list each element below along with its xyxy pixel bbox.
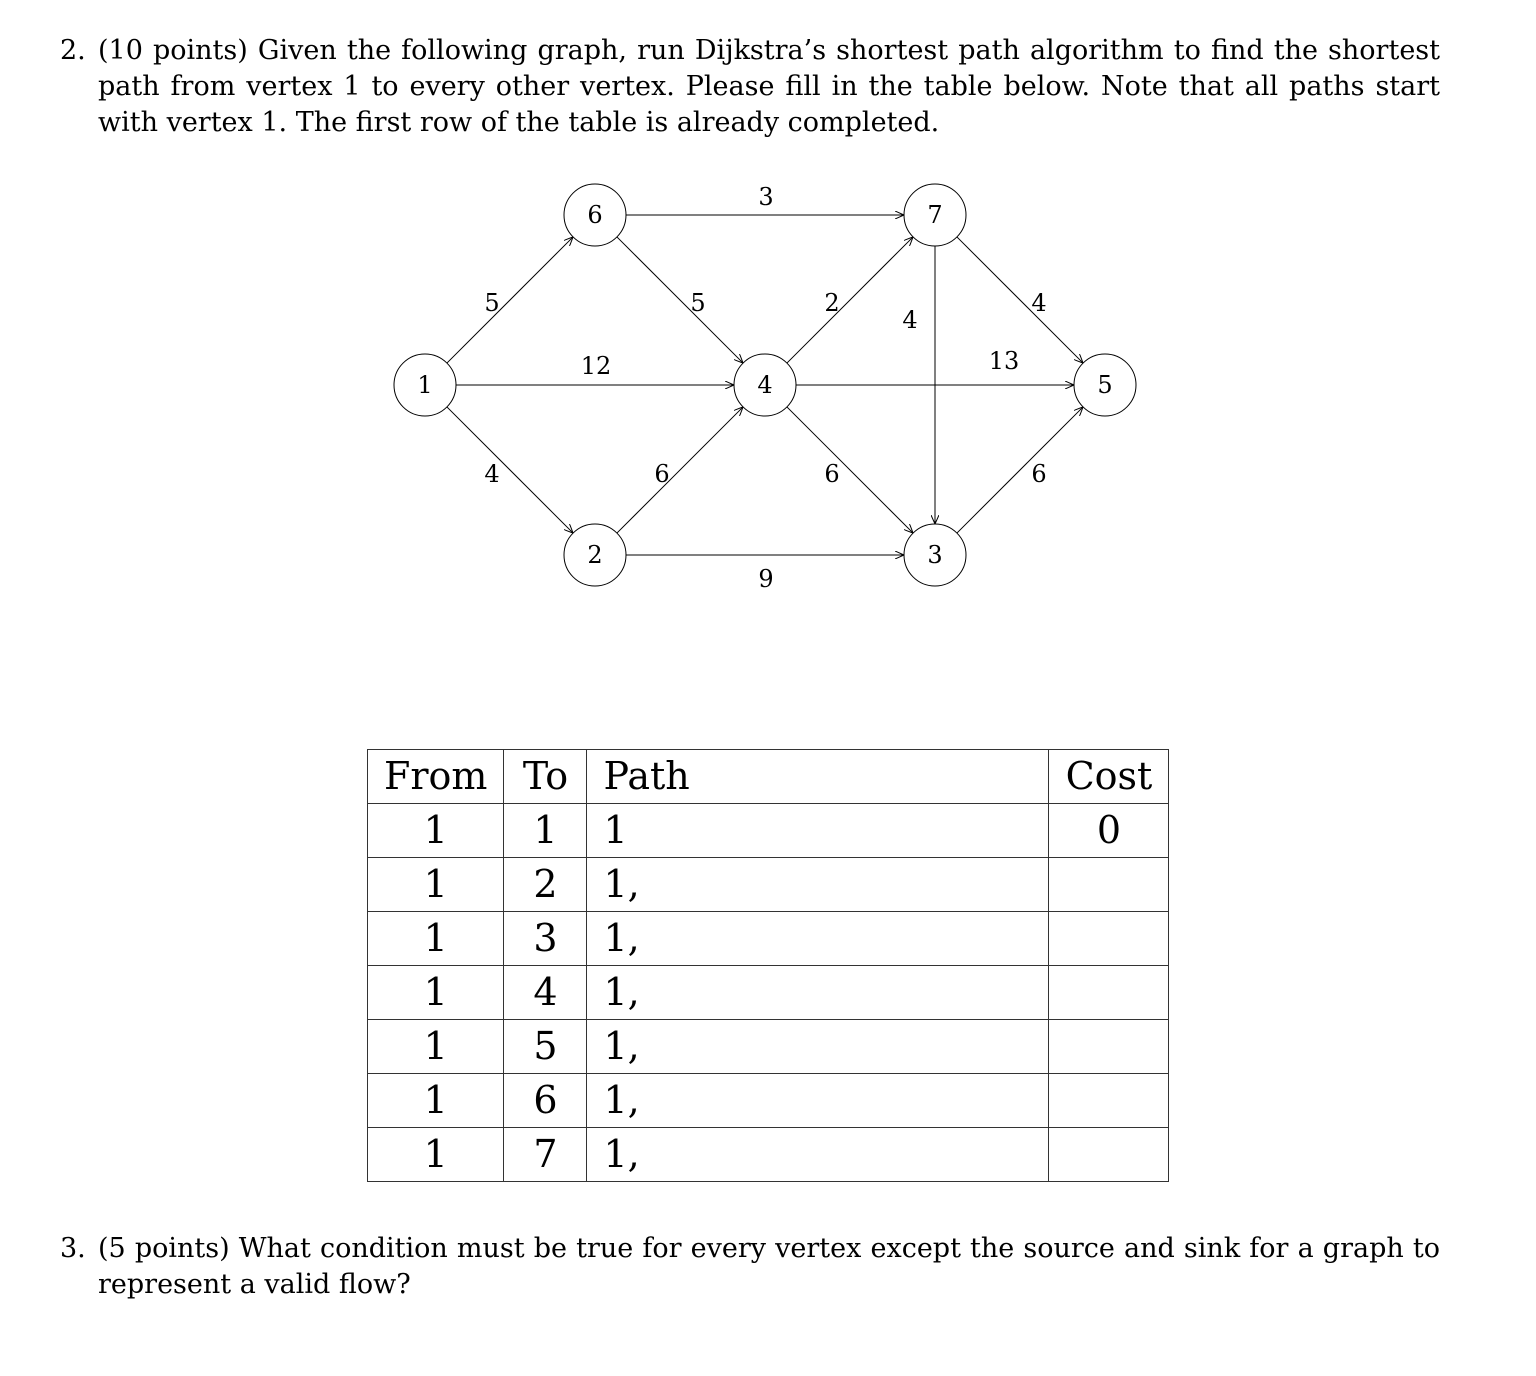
cell-path[interactable]: 1	[586, 803, 1050, 858]
edge-weight-label: 4	[1031, 289, 1046, 317]
vertex-label: 5	[1097, 371, 1112, 399]
cell-cost[interactable]	[1048, 1073, 1170, 1128]
vertex-6: 6	[563, 183, 627, 247]
vertex-4: 4	[733, 353, 797, 417]
table-row: 1 4 1,	[366, 965, 1170, 1020]
cell-cost[interactable]	[1048, 1019, 1170, 1074]
vertex-circle	[733, 353, 797, 417]
cell-from: 1	[366, 857, 505, 912]
cell-to: 2	[503, 857, 588, 912]
edge-weight-label: 5	[690, 289, 705, 317]
edge-weight-label: 9	[758, 565, 773, 593]
edge-weight-label: 13	[989, 347, 1020, 375]
question-text: (10 points) Given the following graph, r…	[98, 35, 1440, 138]
header-to: To	[503, 749, 588, 804]
header-cost: Cost	[1048, 749, 1170, 804]
vertex-2: 2	[563, 523, 627, 587]
edge-weight-label: 2	[824, 289, 839, 317]
vertex-circle	[903, 523, 967, 587]
edge-weight-label: 6	[654, 460, 669, 488]
cell-path[interactable]: 1,	[586, 965, 1050, 1020]
edge-7-to-5	[956, 236, 1083, 363]
header-from: From	[366, 749, 505, 804]
cell-to: 1	[503, 803, 588, 858]
edge-weight-label: 3	[758, 183, 773, 211]
edge-weight-label: 4	[902, 306, 917, 334]
cell-to: 5	[503, 1019, 588, 1074]
header-path: Path	[586, 749, 1050, 804]
edge-4-to-3	[786, 406, 913, 533]
vertex-circle	[903, 183, 967, 247]
table-row: 1 5 1,	[366, 1019, 1170, 1074]
vertex-circle	[1073, 353, 1137, 417]
vertex-label: 3	[927, 541, 942, 569]
edge-1-to-6	[446, 237, 573, 364]
edge-2-to-4	[616, 407, 743, 534]
cell-path[interactable]: 1,	[586, 1019, 1050, 1074]
cell-path[interactable]: 1,	[586, 911, 1050, 966]
cell-cost[interactable]	[1048, 857, 1170, 912]
edge-weight-label: 4	[484, 460, 499, 488]
cell-cost[interactable]: 0	[1048, 803, 1170, 858]
cell-cost[interactable]	[1048, 911, 1170, 966]
vertex-3: 3	[903, 523, 967, 587]
question-number: 3.	[60, 1233, 86, 1264]
cell-to: 6	[503, 1073, 588, 1128]
edge-weight-label: 6	[1031, 460, 1046, 488]
question-text: (5 points) What condition must be true f…	[98, 1233, 1440, 1300]
cell-from: 1	[366, 965, 505, 1020]
cell-path[interactable]: 1,	[586, 857, 1050, 912]
table-row: 1 1 1 0	[366, 803, 1170, 858]
edge-1-to-2	[446, 406, 573, 533]
cell-to: 3	[503, 911, 588, 966]
cell-cost[interactable]	[1048, 965, 1170, 1020]
vertex-label: 1	[417, 371, 432, 399]
edge-weight-label: 6	[824, 460, 839, 488]
cell-path[interactable]: 1,	[586, 1127, 1050, 1182]
table-row: 1 6 1,	[366, 1073, 1170, 1128]
vertex-circle	[393, 353, 457, 417]
table-header-row: From To Path Cost	[366, 749, 1170, 804]
cell-to: 4	[503, 965, 588, 1020]
question-number: 2.	[60, 35, 86, 66]
edge-4-to-7	[786, 237, 913, 364]
edge-3-to-5	[956, 407, 1083, 534]
table-row: 1 3 1,	[366, 911, 1170, 966]
vertex-7: 7	[903, 183, 967, 247]
edge-weight-label: 5	[484, 289, 499, 317]
vertex-1: 1	[393, 353, 457, 417]
cell-from: 1	[366, 803, 505, 858]
cell-to: 7	[503, 1127, 588, 1182]
table-row: 1 2 1,	[366, 857, 1170, 912]
table-row: 1 7 1,	[366, 1127, 1170, 1182]
vertex-label: 6	[587, 201, 602, 229]
answer-table: From To Path Cost 1 1 1 0 1 2 1, 1 3 1, …	[366, 749, 1170, 1182]
vertex-5: 5	[1073, 353, 1137, 417]
edge-weight-label: 12	[581, 352, 612, 380]
vertex-circle	[563, 183, 627, 247]
vertex-label: 4	[757, 371, 772, 399]
vertex-label: 7	[927, 201, 942, 229]
vertex-circle	[563, 523, 627, 587]
cell-path[interactable]: 1,	[586, 1073, 1050, 1128]
cell-from: 1	[366, 1073, 505, 1128]
cell-cost[interactable]	[1048, 1127, 1170, 1182]
cell-from: 1	[366, 911, 505, 966]
cell-from: 1	[366, 1019, 505, 1074]
edge-6-to-4	[616, 236, 743, 363]
question-3: 3. (5 points) What condition must be tru…	[60, 1231, 1440, 1303]
cell-from: 1	[366, 1127, 505, 1182]
question-2: 2. (10 points) Given the following graph…	[60, 33, 1440, 141]
vertex-label: 2	[587, 541, 602, 569]
